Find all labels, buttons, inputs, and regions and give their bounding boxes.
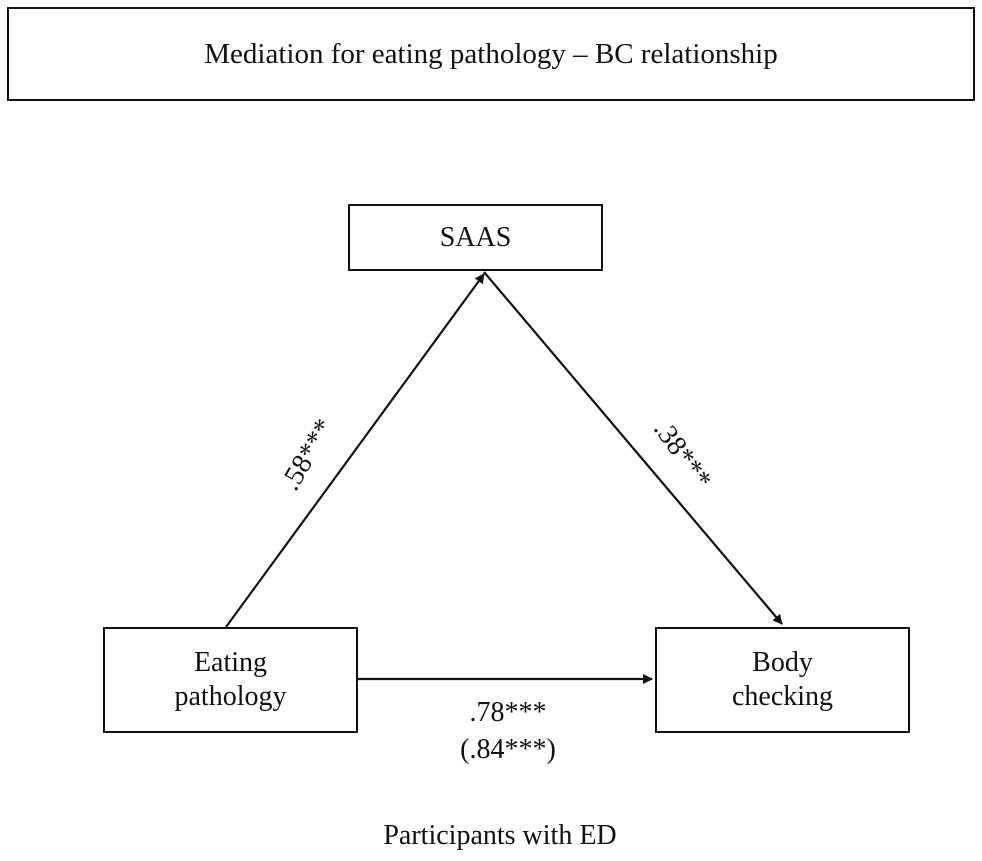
outcome-label-line1: Body	[752, 647, 813, 679]
predictor-label-line2: pathology	[174, 681, 287, 712]
mediator-node: SAAS	[348, 204, 603, 271]
outcome-node: Body checking	[655, 627, 910, 733]
arrow-predictor-to-mediator	[225, 273, 485, 628]
diagram-title-box: Mediation for eating pathology – BC rela…	[7, 7, 975, 101]
predictor-label-line1: Eating	[193, 647, 268, 679]
mediator-label: SAAS	[439, 221, 512, 253]
path-c-direct-coefficient: .78***	[469, 697, 547, 728]
arrow-mediator-to-outcome	[483, 271, 783, 625]
predictor-node: Eating pathology	[103, 627, 358, 733]
path-c-total-coefficient: (.84***)	[460, 734, 556, 765]
outcome-label-line2: checking	[731, 681, 834, 712]
diagram-caption: Participants with ED	[383, 820, 617, 851]
diagram-title: Mediation for eating pathology – BC rela…	[204, 37, 778, 70]
